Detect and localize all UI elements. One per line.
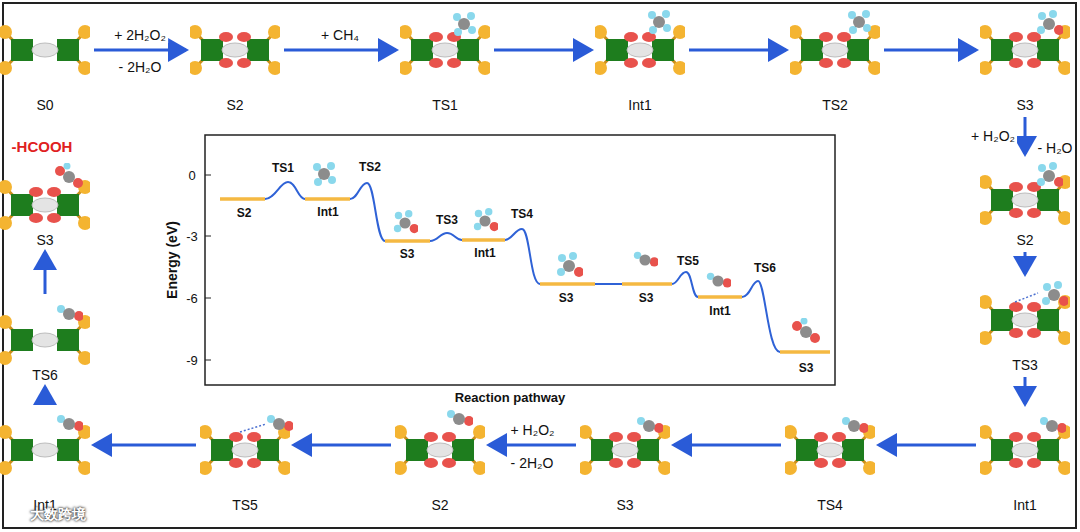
structure-node: TS2	[790, 12, 880, 114]
reaction-arrow	[884, 49, 976, 52]
state-label: S3	[616, 496, 633, 514]
structure-node: TS1	[400, 12, 490, 114]
reaction-arrow	[879, 444, 976, 447]
reagent-label: + H₂O₂	[969, 128, 1017, 144]
structure-node: S2	[190, 12, 280, 114]
structure-node: Int1	[980, 407, 1070, 514]
annotation: - 2H₂O	[119, 59, 162, 75]
state-label: S3	[36, 231, 53, 249]
annotation: -9	[186, 353, 198, 368]
reaction-arrow	[294, 444, 391, 447]
state-label: TS4	[817, 496, 843, 514]
state-label: TS1	[432, 96, 458, 114]
reagent-label: + H₂O₂	[509, 422, 557, 438]
chart-state-label: Int1	[317, 205, 338, 219]
annotation: Reaction pathway	[455, 390, 566, 405]
chart-state-label: S3	[639, 291, 654, 305]
state-label: Int1	[1013, 496, 1036, 514]
structure-node: S0	[0, 12, 90, 114]
chart-state-label: TS2	[359, 160, 381, 174]
reaction-arrow	[1024, 377, 1027, 404]
reaction-arrow	[1024, 117, 1027, 154]
chart-state-label: Int1	[474, 246, 495, 260]
reaction-arrow	[94, 444, 196, 447]
reaction-arrow	[689, 49, 786, 52]
state-label: TS5	[232, 496, 258, 514]
state-label: TS3	[1012, 356, 1038, 374]
reaction-arrow	[1024, 252, 1027, 274]
annotation: -6	[186, 291, 198, 306]
structure-node: Int1	[595, 12, 685, 114]
chart-state-label: S3	[400, 247, 415, 261]
structure-node: S2	[395, 407, 485, 514]
chart-state-label: S3	[559, 291, 574, 305]
reagent-label: + 2H₂O₂	[112, 27, 168, 43]
reaction-arrow	[489, 444, 576, 447]
watermark: 大数跨境	[30, 506, 86, 524]
annotation: -3	[186, 229, 198, 244]
structure-node: S3	[580, 407, 670, 514]
annotation: -HCOOH	[12, 138, 73, 155]
structure-node: TS3	[980, 277, 1070, 374]
annotation: - H₂O	[1038, 140, 1073, 156]
chart-state-label: S2	[237, 206, 252, 220]
structure-node: TS5	[200, 407, 290, 514]
chart-state-label: TS6	[754, 261, 776, 275]
annotation: - 2H₂O	[511, 455, 554, 471]
structure-node: Int1	[0, 407, 90, 514]
state-label: S3	[1016, 96, 1033, 114]
state-label: S2	[431, 496, 448, 514]
reaction-arrow	[44, 252, 47, 294]
annotation: Energy (eV)	[164, 221, 180, 299]
chart-state-label: TS3	[436, 213, 458, 227]
reaction-arrow	[44, 387, 47, 404]
reaction-arrow	[284, 49, 396, 52]
state-label: TS6	[32, 366, 58, 384]
reaction-arrow	[674, 444, 781, 447]
structure-node: S3	[0, 162, 90, 249]
reaction-arrow	[94, 49, 186, 52]
chart-state-label: TS4	[511, 207, 533, 221]
annotation: 0	[188, 168, 195, 183]
reaction-arrow	[494, 49, 591, 52]
reagent-label: + CH₄	[319, 27, 361, 43]
structure-node: TS4	[785, 407, 875, 514]
structure-node: S3	[980, 12, 1070, 114]
structure-node: S2	[980, 157, 1070, 249]
chart-state-label: TS5	[677, 254, 699, 268]
chart-state-label: Int1	[709, 304, 730, 318]
chart-state-label: S3	[799, 361, 814, 375]
state-label: S0	[36, 96, 53, 114]
state-label: TS2	[822, 96, 848, 114]
chart-state-label: TS1	[272, 161, 294, 175]
structure-node: TS6	[0, 297, 90, 384]
state-label: Int1	[628, 96, 651, 114]
state-label: S2	[226, 96, 243, 114]
state-label: S2	[1016, 231, 1033, 249]
